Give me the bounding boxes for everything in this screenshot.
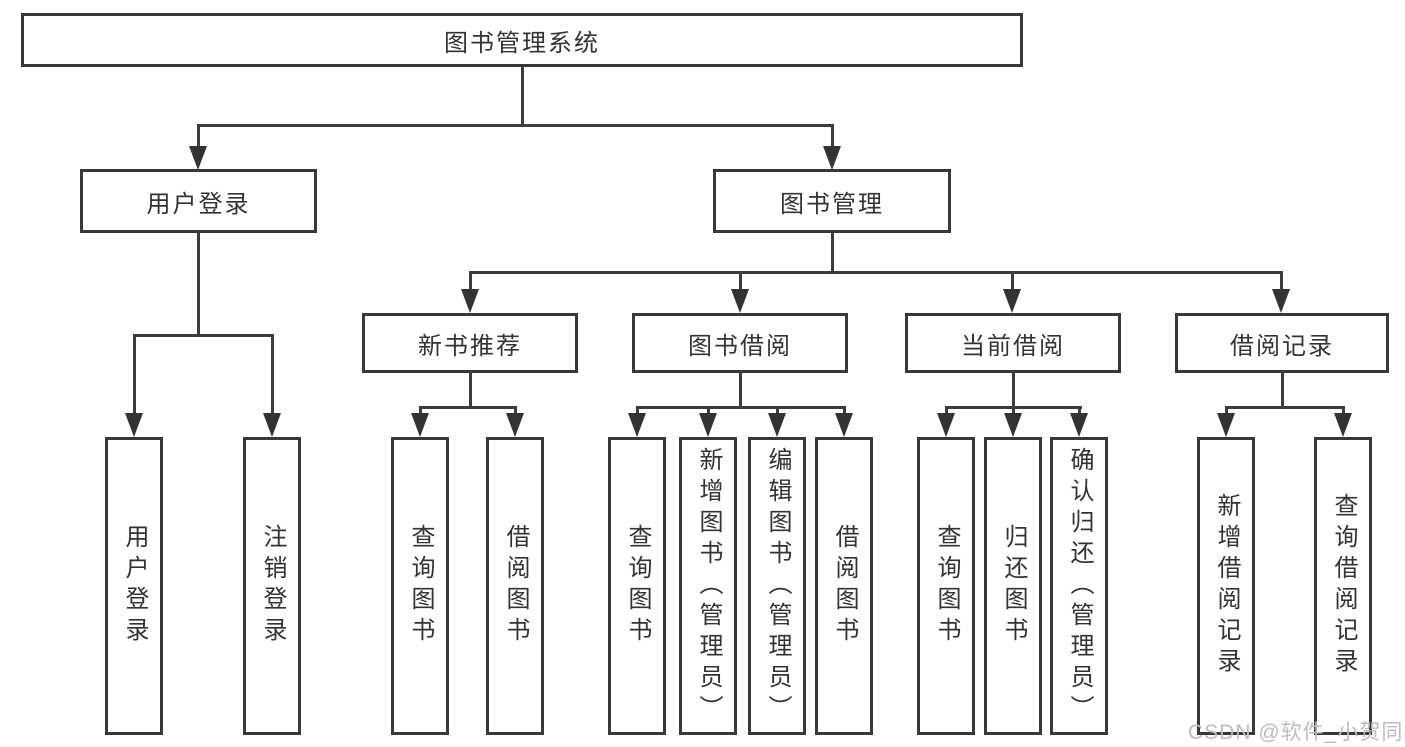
arrow-down-icon <box>461 289 479 313</box>
connector-line <box>1078 406 1081 417</box>
connector-line <box>197 124 200 148</box>
connector-line <box>419 406 422 417</box>
leaf-borrow-borrow-books: 借阅图书 <box>815 437 873 735</box>
node-book-management: 图书管理 <box>713 169 951 233</box>
connector-line <box>1012 406 1015 417</box>
connector-line <box>469 271 1283 274</box>
arrow-down-icon <box>411 413 429 437</box>
arrow-down-icon <box>768 413 786 437</box>
connector-line <box>945 406 948 417</box>
arrow-down-icon <box>125 413 143 437</box>
connector-line <box>133 334 136 418</box>
leaf-newbook-query-books: 查询图书 <box>391 437 449 735</box>
leaf-borrow-edit-books-admin: 编辑图书（管理员） <box>748 437 806 735</box>
node-new-book-recommend: 新书推荐 <box>362 313 578 373</box>
arrow-down-icon <box>263 413 281 437</box>
node-current-borrow: 当前借阅 <box>905 313 1121 373</box>
leaf-newbook-borrow-books: 借阅图书 <box>486 437 544 735</box>
arrow-down-icon <box>1334 413 1352 437</box>
connector-line <box>1281 372 1284 408</box>
connector-line <box>831 124 834 148</box>
connector-line <box>1011 271 1014 293</box>
connector-line <box>1225 406 1345 409</box>
leaf-user-login: 用户登录 <box>105 437 163 735</box>
connector-line <box>636 406 639 417</box>
connector-line <box>831 232 834 274</box>
leaf-current-confirm-return-admin: 确认归还（管理员） <box>1050 437 1108 735</box>
connector-line <box>133 334 274 337</box>
arrow-down-icon <box>1272 289 1290 313</box>
connector-line <box>843 406 846 417</box>
leaf-record-add-borrow-record: 新增借阅记录 <box>1197 437 1255 735</box>
csdn-watermark: CSDN @软件_小贺同学 <box>1188 721 1405 744</box>
connector-line <box>1280 271 1283 293</box>
leaf-borrow-query-books: 查询图书 <box>608 437 666 735</box>
node-book-borrow: 图书借阅 <box>632 313 848 373</box>
arrow-down-icon <box>937 413 955 437</box>
arrow-down-icon <box>823 146 841 170</box>
connector-line <box>271 334 274 418</box>
connector-line <box>1225 406 1228 417</box>
leaf-current-query-books: 查询图书 <box>917 437 975 735</box>
arrow-down-icon <box>1004 413 1022 437</box>
connector-line <box>739 271 742 293</box>
arrow-down-icon <box>189 146 207 170</box>
arrow-down-icon <box>835 413 853 437</box>
leaf-logout: 注销登录 <box>243 437 301 735</box>
connector-line <box>197 124 834 127</box>
connector-line <box>419 406 517 409</box>
arrow-down-icon <box>699 413 717 437</box>
connector-line <box>1012 372 1015 408</box>
arrow-down-icon <box>628 413 646 437</box>
arrow-down-icon <box>731 289 749 313</box>
arrow-down-icon <box>506 413 524 437</box>
leaf-record-query-borrow-record: 查询借阅记录 <box>1314 437 1372 735</box>
connector-line <box>469 372 472 408</box>
arrow-down-icon <box>1003 289 1021 313</box>
connector-line <box>1342 406 1345 417</box>
connector-line <box>197 232 200 336</box>
arrow-down-icon <box>1217 413 1235 437</box>
connector-line <box>776 406 779 417</box>
node-library-management-system: 图书管理系统 <box>21 13 1023 67</box>
node-user-login: 用户登录 <box>80 169 317 233</box>
node-borrow-record: 借阅记录 <box>1175 313 1389 373</box>
connector-line <box>739 372 742 408</box>
connector-line <box>514 406 517 417</box>
arrow-down-icon <box>1070 413 1088 437</box>
connector-line <box>636 406 846 409</box>
leaf-borrow-add-books-admin: 新增图书（管理员） <box>679 437 737 735</box>
connector-line <box>469 271 472 293</box>
connector-line <box>521 66 524 126</box>
connector-line <box>707 406 710 417</box>
leaf-current-return-books: 归还图书 <box>984 437 1042 735</box>
